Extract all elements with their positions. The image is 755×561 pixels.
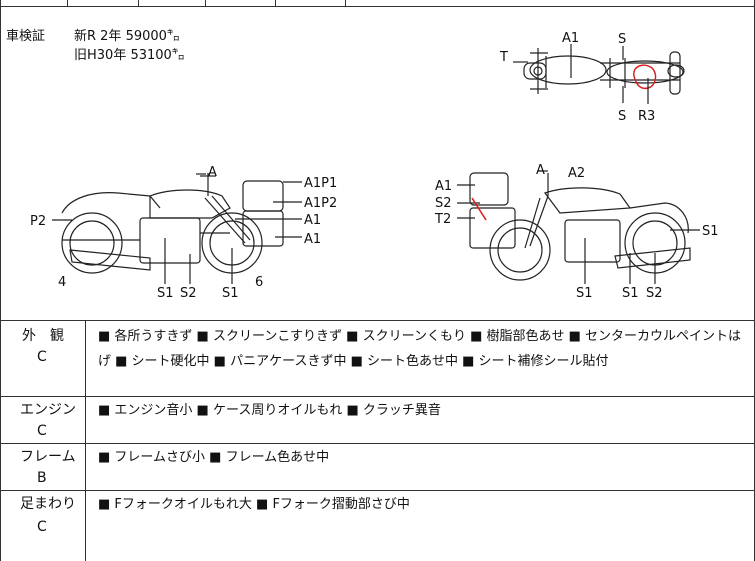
label-4: 4 (58, 275, 66, 290)
divider (0, 396, 755, 397)
label-a1-left-lower: A1 (304, 232, 321, 247)
category-label: エンジン (20, 402, 76, 418)
label-t2: T2 (434, 212, 451, 227)
label-s1-left-a: S1 (157, 286, 174, 301)
label-s2-right-b: S2 (646, 286, 663, 301)
right-view-motorcycle (469, 172, 691, 281)
label-s1-left-b: S1 (222, 286, 239, 301)
damage-diagram: A1 S S T R3 A A1P1 A1P2 A1 A1 P2 4 S1 S2… (30, 31, 719, 301)
label-p2: P2 (30, 214, 46, 229)
label-a1-left-upper: A1 (304, 213, 321, 228)
category-label: フレーム (20, 449, 76, 465)
label-s-bottom: S (618, 109, 626, 124)
label-6: 6 (255, 275, 263, 290)
condition-notes: ■ フレームさび小 ■ フレーム色あせ中 (98, 450, 330, 465)
label-a1-top: A1 (562, 31, 579, 46)
damage-mark-s2 (471, 197, 487, 221)
label-s2-left: S2 (180, 286, 197, 301)
column-divider (85, 320, 86, 561)
category-label: 足まわり (20, 496, 76, 512)
grade-value: C (37, 519, 47, 535)
label-a1-right: A1 (435, 179, 452, 194)
condition-notes: ■ Fフォークオイルもれ大 ■ Fフォーク摺動部さび中 (98, 497, 410, 512)
inspection-mileage-new: 新R 2年 59000㌔ (74, 29, 180, 44)
inspection-mileage-old: 旧H30年 53100㌔ (74, 48, 185, 63)
label-t: T (499, 50, 508, 65)
label-a2: A2 (568, 166, 585, 181)
divider (0, 443, 755, 444)
top-view-motorcycle (523, 48, 685, 95)
condition-notes: ■ エンジン音小 ■ ケース周りオイルもれ ■ クラッチ異音 (98, 403, 441, 418)
grade-value: C (37, 349, 47, 365)
divider (0, 320, 755, 321)
grade-value: B (37, 470, 47, 486)
label-a-left: A (208, 165, 217, 180)
label-a-right: A (536, 163, 545, 178)
damage-mark-r3 (633, 64, 657, 90)
inspection-label: 車検証 (6, 29, 46, 44)
divider (0, 490, 755, 491)
top-table-edge (0, 0, 755, 7)
category-label: 外 観 (22, 328, 64, 344)
label-s1-right-a: S1 (576, 286, 593, 301)
grade-value: C (37, 423, 47, 439)
label-s1-right-side: S1 (702, 224, 719, 239)
condition-notes: ■ 各所うすきず ■ スクリーンこすりきず ■ スクリーンくもり ■ 樹脂部色あ… (98, 329, 742, 369)
label-r3: R3 (638, 109, 655, 124)
label-s2-right-pannier: S2 (435, 196, 452, 211)
label-a1p1: A1P1 (304, 176, 337, 191)
label-s1-right-b: S1 (622, 286, 639, 301)
label-s-top: S (618, 32, 626, 47)
label-a1p2: A1P2 (304, 196, 337, 211)
left-view-motorcycle (61, 173, 284, 274)
